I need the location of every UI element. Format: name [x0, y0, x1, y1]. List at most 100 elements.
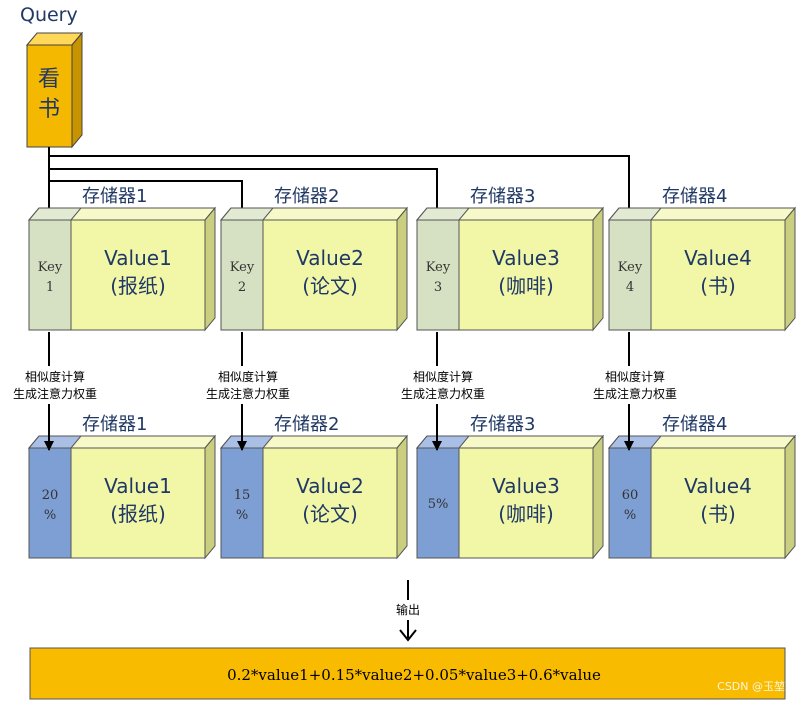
memory-weight-cell-3: 存储器3 5% Value3 (咖啡) — [415, 414, 605, 560]
value-label: Value1 — [104, 474, 172, 498]
memory-title: 存储器4 — [662, 186, 727, 207]
segment-top-face — [219, 435, 275, 449]
watermark: CSDN @玉堃 — [717, 679, 785, 693]
query-text-line2: 书 — [38, 97, 60, 122]
value-segment — [262, 219, 398, 331]
key-label: Key — [38, 260, 63, 275]
memory-title: 存储器2 — [274, 186, 339, 207]
key-label: Key — [230, 260, 255, 275]
segment-top-face — [607, 207, 663, 221]
segment-top-face — [607, 435, 663, 449]
weight-segment — [220, 447, 264, 559]
value-content: (报纸) — [110, 274, 166, 298]
key-index: 1 — [46, 280, 54, 295]
segment-top-face — [27, 207, 83, 221]
key-index: 2 — [238, 280, 246, 295]
weight-label: 15 — [234, 488, 251, 503]
value-content: (书) — [700, 274, 736, 298]
value-label: Value4 — [684, 474, 752, 498]
query-label: Query — [20, 4, 78, 26]
weight-percent: % — [44, 508, 56, 523]
key-segment — [220, 219, 264, 331]
value-content: (论文) — [302, 502, 358, 526]
key-segment — [608, 219, 652, 331]
box-side-face — [396, 206, 408, 332]
value-content: (书) — [700, 502, 736, 526]
value-content: (咖啡) — [498, 502, 554, 526]
value-label: Value3 — [492, 246, 560, 270]
weight-segment — [608, 447, 652, 559]
similarity-label-line2: 生成注意力权重 — [593, 386, 677, 401]
value-label: Value2 — [296, 474, 364, 498]
box-side-face — [784, 434, 796, 560]
memory-weight-cell-1: 存储器1 20% Value1 (报纸) — [27, 414, 217, 560]
weight-percent: % — [236, 508, 248, 523]
memory-title: 存储器4 — [662, 414, 727, 435]
box-side-face — [784, 206, 796, 332]
output-formula-box: 0.2*value1+0.15*value2+0.05*value3+0.6*v… — [29, 647, 786, 700]
box-side-face — [396, 434, 408, 560]
value-content: (报纸) — [110, 502, 166, 526]
segment-top-face — [415, 435, 471, 449]
key-index: 3 — [434, 280, 442, 295]
query-box: 看 书 — [25, 31, 84, 149]
output-arrow: 输出 — [396, 580, 420, 642]
box-side-face — [592, 206, 604, 332]
weight-label: 60 — [622, 488, 639, 503]
similarity-label-line1: 相似度计算 — [25, 369, 85, 384]
weight-label: 20 — [42, 488, 59, 503]
key-label: Key — [426, 260, 451, 275]
similarity-label-line1: 相似度计算 — [218, 369, 278, 384]
value-label: Value3 — [492, 474, 560, 498]
key-segment — [28, 219, 72, 331]
segment-top-face — [219, 207, 275, 221]
value-content: (咖啡) — [498, 274, 554, 298]
value-label: Value2 — [296, 246, 364, 270]
memory-weight-cell-4: 存储器4 60% Value4 (书) — [607, 414, 797, 560]
weight-segment — [416, 447, 460, 559]
similarity-label-line2: 生成注意力权重 — [206, 386, 290, 401]
output-formula: 0.2*value1+0.15*value2+0.05*value3+0.6*v… — [227, 666, 601, 684]
segment-top-face — [27, 435, 83, 449]
value-content: (论文) — [302, 274, 358, 298]
value-label: Value1 — [104, 246, 172, 270]
weight-segment — [28, 447, 72, 559]
query-text-line1: 看 — [38, 67, 60, 92]
similarity-label-line1: 相似度计算 — [413, 369, 473, 384]
value-segment — [650, 219, 786, 331]
value-segment — [458, 447, 594, 559]
value-label: Value4 — [684, 246, 752, 270]
memory-weight-cell-2: 存储器2 15% Value2 (论文) — [219, 414, 409, 560]
value-segment — [70, 219, 206, 331]
key-label: Key — [618, 260, 643, 275]
output-label: 输出 — [396, 602, 420, 617]
weight-percent: % — [624, 508, 636, 523]
weight-label: 5% — [428, 497, 449, 512]
box-side-face — [204, 434, 216, 560]
memory-title: 存储器3 — [470, 414, 535, 435]
value-segment — [458, 219, 594, 331]
key-index: 4 — [626, 280, 634, 295]
similarity-label-line1: 相似度计算 — [605, 369, 665, 384]
value-segment — [262, 447, 398, 559]
value-segment — [650, 447, 786, 559]
memory-title: 存储器1 — [82, 186, 147, 207]
memory-title: 存储器2 — [274, 414, 339, 435]
box-side-face — [204, 206, 216, 332]
segment-top-face — [415, 207, 471, 221]
similarity-label-line2: 生成注意力权重 — [13, 386, 97, 401]
memory-title: 存储器1 — [82, 414, 147, 435]
value-segment — [70, 447, 206, 559]
key-segment — [416, 219, 460, 331]
similarity-label-line2: 生成注意力权重 — [401, 386, 485, 401]
memory-title: 存储器3 — [470, 186, 535, 207]
